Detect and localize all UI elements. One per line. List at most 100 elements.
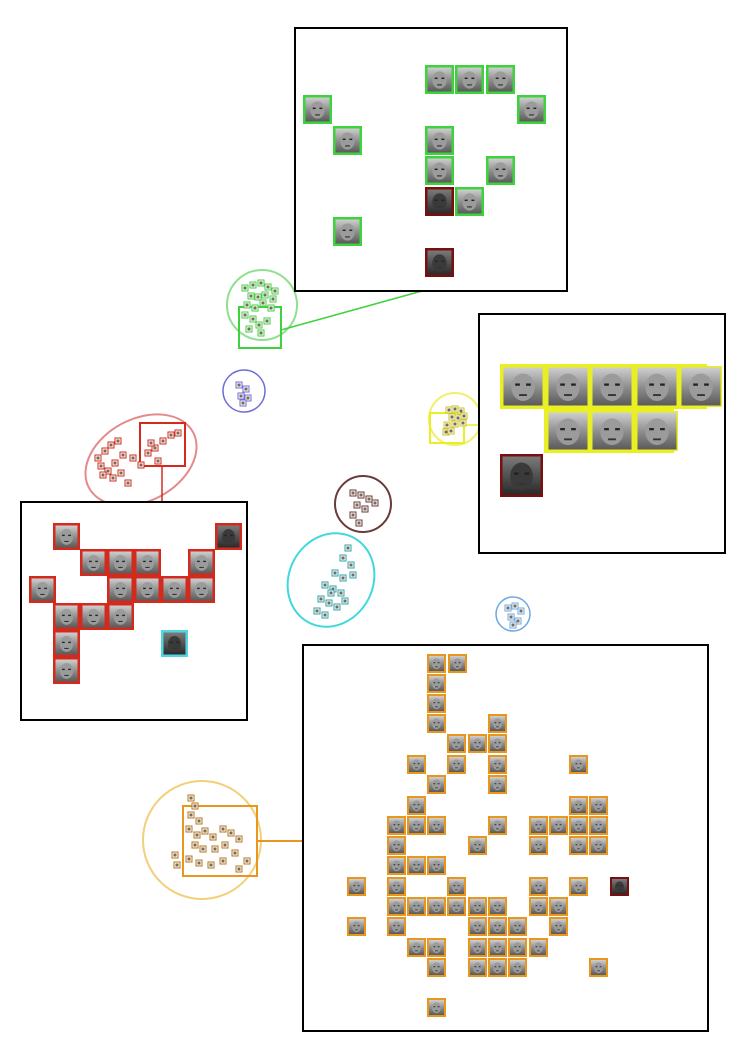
green-selection-box	[238, 306, 282, 349]
mini-face-marker	[159, 437, 167, 445]
mini-face-marker	[361, 505, 369, 513]
face-thumbnail	[427, 938, 446, 957]
face-thumbnail	[387, 816, 406, 835]
mini-face-marker	[209, 833, 217, 841]
mini-face-marker	[144, 449, 152, 457]
blue-cluster-ring	[222, 369, 266, 413]
face-thumbnail	[347, 877, 366, 896]
face-thumbnail	[53, 603, 80, 630]
mini-face-marker	[137, 461, 145, 469]
face-thumbnail	[468, 836, 487, 855]
mini-face-marker	[129, 454, 137, 462]
mini-face-marker	[195, 817, 203, 825]
face-thumbnail	[407, 796, 426, 815]
mini-face-marker	[195, 859, 203, 867]
face-thumbnail	[488, 938, 507, 957]
mini-face-marker	[94, 454, 102, 462]
face-thumbnail	[468, 734, 487, 753]
mini-face-marker	[347, 561, 355, 569]
face-thumbnail	[680, 366, 722, 407]
face-thumbnail	[425, 126, 454, 155]
face-thumbnail	[488, 714, 507, 733]
face-thumbnail	[529, 897, 548, 916]
face-thumbnail	[508, 938, 527, 957]
mini-face-marker	[221, 841, 229, 849]
mini-face-marker	[187, 811, 195, 819]
face-thumbnail	[529, 816, 548, 835]
mini-face-marker	[243, 301, 251, 309]
mini-face-marker	[193, 831, 201, 839]
face-thumbnail	[569, 836, 588, 855]
mini-face-marker	[247, 292, 255, 300]
face-thumbnail	[488, 816, 507, 835]
mini-face-marker	[339, 554, 347, 562]
mini-face-marker	[235, 381, 243, 389]
mini-face-marker	[249, 315, 257, 323]
mini-face-marker	[154, 457, 162, 465]
face-thumbnail	[107, 576, 134, 603]
mini-face-marker	[317, 595, 325, 603]
mini-face-marker	[447, 427, 455, 435]
mini-face-marker	[257, 329, 265, 337]
green-cluster-zoom-panel	[294, 27, 568, 292]
face-thumbnail	[134, 549, 161, 576]
mini-face-marker	[448, 413, 456, 421]
face-thumbnail	[529, 836, 548, 855]
mini-face-marker	[119, 451, 127, 459]
face-thumbnail	[107, 549, 134, 576]
face-thumbnail	[333, 126, 362, 155]
mini-face-marker	[333, 603, 341, 611]
face-thumbnail	[488, 958, 507, 977]
mini-face-marker	[325, 599, 333, 607]
face-thumbnail	[488, 897, 507, 916]
mini-face-marker	[244, 394, 252, 402]
face-thumbnail	[589, 958, 608, 977]
red-cluster-ring	[84, 413, 198, 507]
mini-face-marker	[111, 459, 119, 467]
mini-face-marker	[267, 304, 275, 312]
face-thumbnail	[53, 523, 80, 550]
mini-face-marker	[187, 794, 195, 802]
outlier-face-thumbnail	[610, 877, 629, 896]
face-thumbnail	[455, 65, 484, 94]
face-thumbnail	[517, 95, 546, 124]
mini-face-marker	[185, 855, 193, 863]
mini-face-marker	[254, 293, 262, 301]
mini-face-marker	[99, 471, 107, 479]
face-thumbnail	[347, 917, 366, 936]
mini-face-marker	[259, 299, 267, 307]
face-thumbnail	[407, 816, 426, 835]
face-thumbnail	[488, 775, 507, 794]
face-thumbnail	[447, 897, 466, 916]
mini-face-marker	[355, 519, 363, 527]
mini-face-marker	[151, 444, 159, 452]
face-thumbnail	[468, 958, 487, 977]
face-thumbnail	[529, 877, 548, 896]
mini-face-marker	[371, 499, 379, 507]
face-thumbnail	[549, 917, 568, 936]
mini-face-marker	[517, 607, 525, 615]
mini-face-marker	[460, 412, 468, 420]
face-thumbnail	[425, 65, 454, 94]
mini-face-marker	[219, 857, 227, 865]
mini-face-marker	[327, 589, 335, 597]
zoom-connectors	[84, 269, 531, 900]
mini-face-marker	[445, 406, 453, 414]
mini-face-marker	[207, 861, 215, 869]
face-thumbnail	[53, 630, 80, 657]
mini-face-marker	[243, 857, 251, 865]
face-thumbnail	[387, 836, 406, 855]
mini-face-marker	[191, 841, 199, 849]
green-connector-line	[280, 290, 423, 331]
face-thumbnail	[53, 657, 80, 684]
mini-face-marker	[353, 501, 361, 509]
face-thumbnail	[468, 917, 487, 936]
face-thumbnail	[549, 897, 568, 916]
mini-face-marker	[269, 295, 277, 303]
face-thumbnail	[447, 877, 466, 896]
face-thumbnail	[591, 366, 633, 407]
mini-face-marker	[245, 325, 253, 333]
outlier-face-thumbnail	[500, 454, 543, 497]
mini-face-marker	[241, 311, 249, 319]
